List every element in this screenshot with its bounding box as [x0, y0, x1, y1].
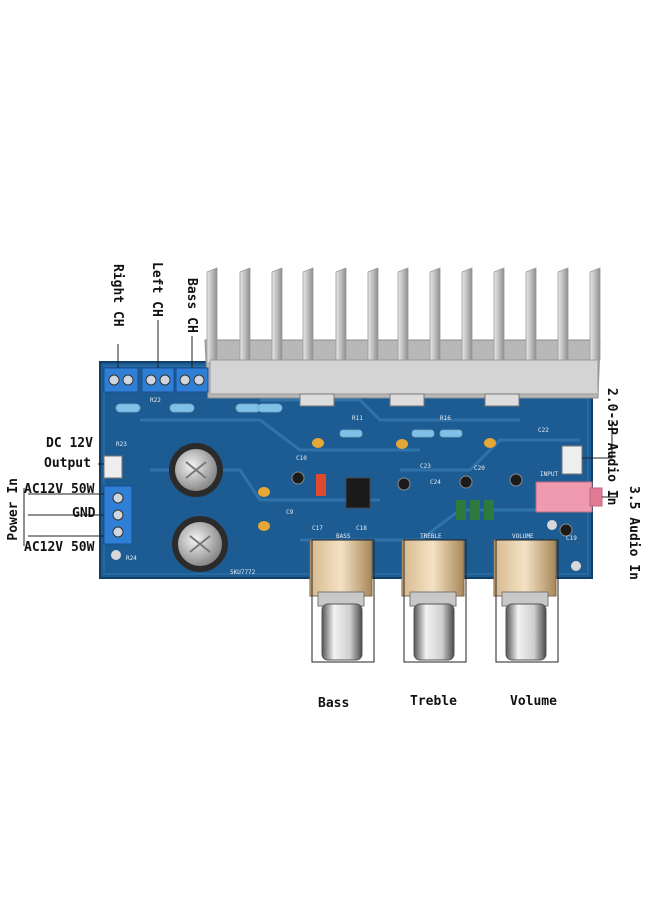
silk-c9: C9	[286, 509, 294, 516]
label-dc-output: Output	[44, 456, 91, 471]
top-terminals	[103, 367, 209, 393]
silk-bass: BASS	[336, 533, 351, 540]
silk-volume: VOLUME	[512, 533, 534, 540]
label-gnd: GND	[72, 506, 96, 521]
potentiometers	[309, 539, 557, 661]
resistors	[115, 403, 463, 438]
silk-r23: R23	[116, 441, 127, 448]
label-audio-in-2p: 2.0-3P Audio In	[604, 388, 619, 506]
silk-c23: C23	[420, 463, 431, 470]
silk-r11: R11	[352, 415, 363, 422]
label-knob-volume: Volume	[510, 694, 557, 709]
filter-capacitors	[169, 443, 228, 572]
label-power-in: Power In	[6, 478, 21, 541]
silk-c17: C17	[312, 525, 323, 532]
silk-r22: R22	[150, 397, 161, 404]
dc-output-connector	[103, 455, 123, 479]
op-amp-chip	[345, 477, 371, 509]
label-bass-ch: Bass CH	[184, 278, 199, 333]
label-ac-bottom: AC12V 50W	[24, 540, 95, 555]
label-audio-in-35: 3.5 Audio In	[626, 486, 641, 580]
silk-treble: TREBLE	[420, 533, 442, 540]
label-knob-bass: Bass	[318, 696, 350, 711]
silk-c22: C22	[538, 427, 549, 434]
silk-c18: C18	[356, 525, 367, 532]
silk-c19: C19	[566, 535, 577, 542]
silkscreen-text: BASS TREBLE VOLUME INPUT SKU7772 C9 C10 …	[116, 397, 577, 576]
silk-r16: R16	[440, 415, 451, 422]
silk-r24: R24	[126, 555, 137, 562]
label-right-ch: Right CH	[110, 264, 125, 327]
label-dc-12v: DC 12V	[46, 436, 93, 451]
callout-lines	[23, 320, 618, 663]
audio-in-35-jack	[535, 481, 593, 513]
label-left-ch: Left CH	[149, 262, 164, 317]
power-terminal	[103, 485, 133, 545]
silk-c10: C10	[296, 455, 307, 462]
silk-sku: SKU7772	[230, 569, 256, 576]
silk-c20: C20	[474, 465, 485, 472]
silk-input: INPUT	[540, 471, 558, 478]
silk-c24: C24	[430, 479, 441, 486]
small-caps	[258, 438, 573, 537]
label-ac-top: AC12V 50W	[24, 482, 95, 497]
label-knob-treble: Treble	[410, 694, 457, 709]
audio-in-2p-header	[561, 445, 583, 475]
heatsink	[204, 267, 601, 407]
